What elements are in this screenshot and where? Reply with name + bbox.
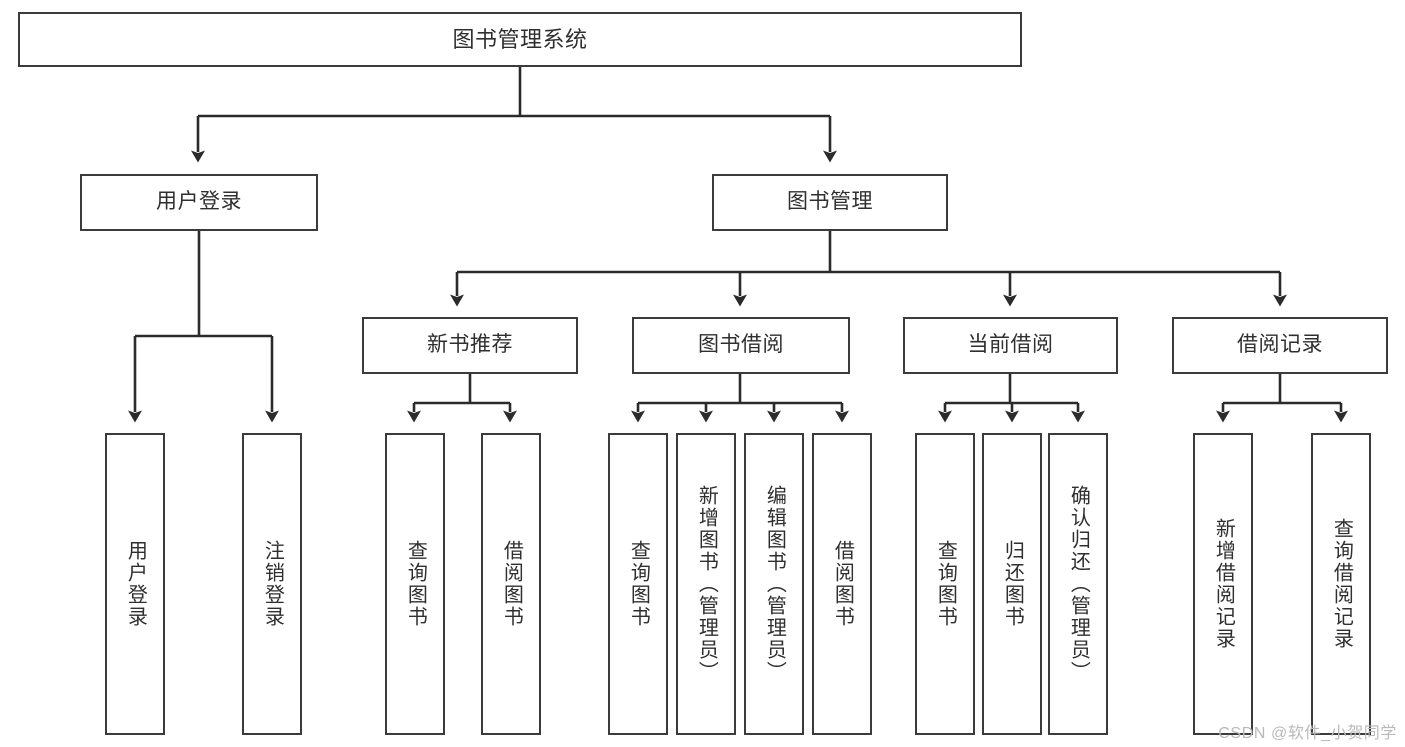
node-current-borrow[interactable]: 当前借阅: [903, 317, 1118, 374]
node-borrow-record-label: 借阅记录: [1237, 333, 1323, 357]
leaf-label: 借阅图书: [831, 540, 854, 628]
node-new-book-label: 新书推荐: [427, 333, 513, 357]
leaf-book-borrow-query[interactable]: 查询图书: [608, 433, 668, 735]
leaf-label: 查询图书: [934, 540, 957, 628]
leaf-user-login-logout[interactable]: 注销登录: [242, 433, 302, 735]
node-book-manage-label: 图书管理: [787, 190, 873, 214]
leaf-label: 查询图书: [627, 540, 650, 628]
leaf-book-borrow-edit[interactable]: 编辑图书（管理员）: [744, 433, 804, 735]
leaf-label: 新增图书（管理员）: [695, 485, 718, 683]
leaf-borrow-record-add[interactable]: 新增借阅记录: [1193, 433, 1253, 735]
leaf-current-borrow-return[interactable]: 归还图书: [982, 433, 1042, 735]
leaf-label: 查询图书: [404, 540, 427, 628]
node-borrow-record[interactable]: 借阅记录: [1172, 317, 1388, 374]
node-new-book[interactable]: 新书推荐: [362, 317, 578, 374]
leaf-new-book-query[interactable]: 查询图书: [385, 433, 445, 735]
leaf-label: 用户登录: [124, 540, 147, 628]
node-book-borrow[interactable]: 图书借阅: [632, 317, 850, 374]
leaf-book-borrow-borrow[interactable]: 借阅图书: [812, 433, 872, 735]
node-current-borrow-label: 当前借阅: [967, 333, 1054, 357]
leaf-current-borrow-confirm-return[interactable]: 确认归还（管理员）: [1048, 433, 1108, 735]
node-book-manage[interactable]: 图书管理: [712, 174, 948, 231]
node-root[interactable]: 图书管理系统: [18, 12, 1022, 67]
node-root-label: 图书管理系统: [452, 26, 588, 52]
leaf-label: 新增借阅记录: [1212, 518, 1235, 650]
leaf-current-borrow-query[interactable]: 查询图书: [915, 433, 975, 735]
leaf-borrow-record-query[interactable]: 查询借阅记录: [1311, 433, 1371, 735]
csdn-watermark: CSDN @软件_小贺同学: [1218, 725, 1397, 742]
leaf-label: 确认归还（管理员）: [1067, 485, 1090, 683]
leaf-new-book-borrow[interactable]: 借阅图书: [481, 433, 541, 735]
leaf-book-borrow-add[interactable]: 新增图书（管理员）: [676, 433, 736, 735]
leaf-label: 编辑图书（管理员）: [763, 485, 786, 683]
node-user-login-label: 用户登录: [156, 190, 242, 214]
leaf-label: 归还图书: [1001, 540, 1024, 628]
leaf-label: 借阅图书: [500, 540, 523, 628]
node-book-borrow-label: 图书借阅: [698, 333, 784, 357]
leaf-label: 查询借阅记录: [1330, 518, 1353, 650]
leaf-label: 注销登录: [261, 540, 284, 628]
leaf-user-login-login[interactable]: 用户登录: [105, 433, 165, 735]
node-user-login[interactable]: 用户登录: [80, 174, 318, 231]
